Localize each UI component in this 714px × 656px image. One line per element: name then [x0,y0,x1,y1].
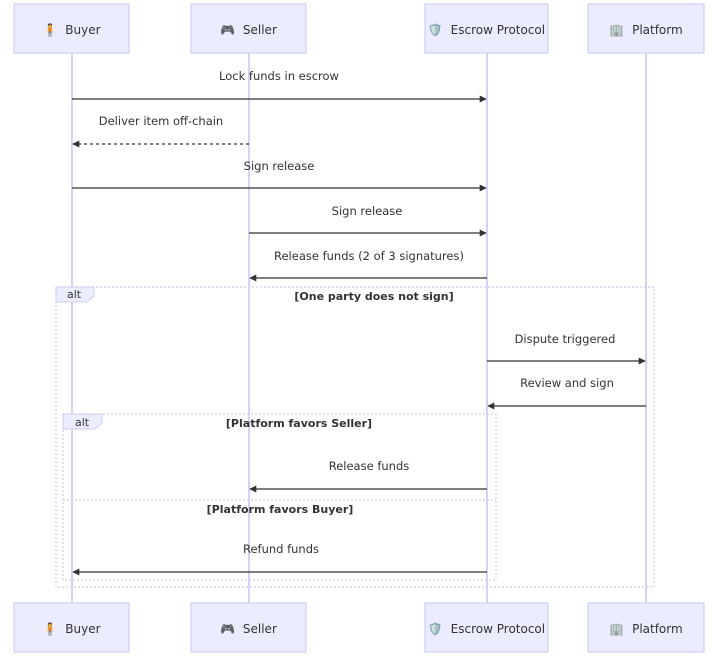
game-controller-icon: 🎮 [220,23,235,37]
actor-top-buyer: 🧍 Buyer [13,3,130,54]
actor-top-platform: 🏢 Platform [587,3,705,54]
message-refund-funds: Refund funds [72,542,487,576]
message-deliver-item: Deliver item off-chain [72,114,249,148]
actor-name: Seller [243,622,277,636]
message-label: Review and sign [520,376,614,390]
shield-icon: 🛡️ [428,622,443,636]
actor-box [424,602,549,653]
alt-fragment-outer-frame [55,286,655,588]
alt-fragment-inner-label: alt [75,416,90,429]
actor-bottom-escrow: 🛡️ Escrow Protocol [424,602,549,653]
message-lock-funds: Lock funds in escrow [72,69,487,103]
alt-fragment-inner-else-condition: [Platform favors Buyer] [207,503,354,516]
alt-fragment-inner: alt [Platform favors Seller] [Platform f… [62,413,497,581]
actor-name: Seller [243,23,277,37]
message-label: Release funds (2 of 3 signatures) [274,249,464,263]
actor-label: 🏢 Platform [609,23,682,37]
message-seller-sign-release: Sign release [249,204,487,237]
message-label: Refund funds [243,542,319,556]
message-dispute-triggered: Dispute triggered [487,332,646,365]
game-controller-icon: 🎮 [220,622,235,636]
actor-label: 🧍 Buyer [42,622,100,636]
alt-fragment-outer-condition: [One party does not sign] [294,290,453,303]
actor-name: Buyer [65,23,100,37]
message-label: Release funds [329,459,410,473]
alt-fragment-inner-tab [62,413,103,430]
actor-label: 🛡️ Escrow Protocol [428,23,545,37]
message-release-funds-signatures: Release funds (2 of 3 signatures) [249,249,487,282]
message-review-and-sign: Review and sign [487,376,646,410]
message-label: Sign release [332,204,403,218]
actor-box [587,3,705,54]
message-label: Dispute triggered [515,332,616,346]
actor-label: 🎮 Seller [220,23,277,37]
actor-name: Escrow Protocol [451,23,545,37]
message-label: Sign release [244,159,315,173]
message-label: Lock funds in escrow [219,69,339,83]
actor-name: Platform [632,23,683,37]
actor-box [587,602,705,653]
alt-fragment-inner-frame [62,413,497,581]
building-icon: 🏢 [609,622,624,636]
actor-top-escrow: 🛡️ Escrow Protocol [424,3,549,54]
person-icon: 🧍 [42,23,57,37]
building-icon: 🏢 [609,23,624,37]
actor-box [190,602,307,653]
actor-box [190,3,307,54]
actor-box [13,602,130,653]
actor-top-seller: 🎮 Seller [190,3,307,54]
message-label: Deliver item off-chain [99,114,223,128]
person-icon: 🧍 [42,622,57,636]
message-buyer-sign-release: Sign release [72,159,487,192]
actor-bottom-buyer: 🧍 Buyer [13,602,130,653]
actor-label: 🏢 Platform [609,622,682,636]
alt-fragment-outer-label: alt [67,288,82,301]
actor-bottom-seller: 🎮 Seller [190,602,307,653]
actor-name: Platform [632,622,683,636]
actor-label: 🎮 Seller [220,622,277,636]
actor-box [424,3,549,54]
actor-label: 🧍 Buyer [42,23,100,37]
alt-fragment-inner-condition: [Platform favors Seller] [226,417,372,430]
shield-icon: 🛡️ [428,23,443,37]
alt-fragment-outer: alt [One party does not sign] [55,286,655,588]
message-release-funds: Release funds [249,459,487,493]
alt-fragment-outer-tab [55,286,95,303]
actor-label: 🛡️ Escrow Protocol [428,622,545,636]
actor-bottom-platform: 🏢 Platform [587,602,705,653]
actor-box [13,3,130,54]
actor-name: Buyer [65,622,100,636]
actor-name: Escrow Protocol [451,622,545,636]
